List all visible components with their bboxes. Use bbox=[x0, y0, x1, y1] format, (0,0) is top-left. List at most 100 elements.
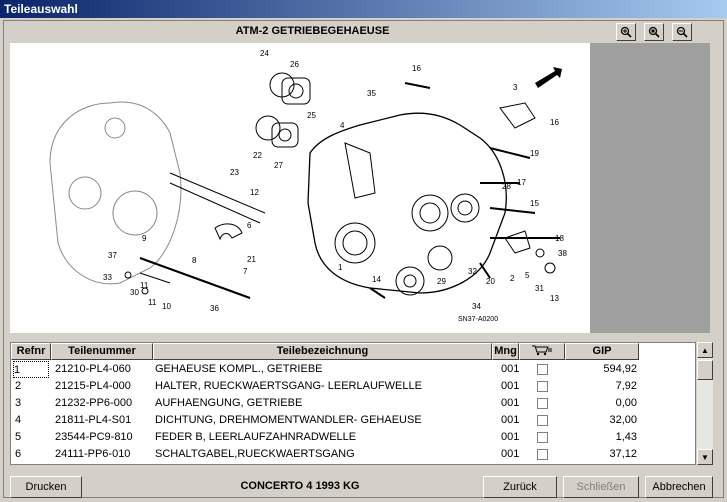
add-to-basket-checkbox[interactable] bbox=[537, 381, 548, 392]
refnr-cell: 3 bbox=[15, 397, 22, 409]
mng-cell: 001 bbox=[501, 380, 519, 392]
callout: 4 bbox=[340, 121, 345, 130]
transmission-housing-drawing: 24 26 35 16 3 4 25 22 27 16 19 23 12 17 … bbox=[49, 49, 567, 323]
callout: 3 bbox=[513, 83, 518, 92]
close-button[interactable]: Schließen bbox=[563, 476, 639, 498]
print-button[interactable]: Drucken bbox=[10, 476, 82, 498]
refnr-cell: 5 bbox=[15, 431, 22, 443]
teilenummer-cell: 24111-PP6-010 bbox=[55, 448, 131, 460]
back-button[interactable]: Zurück bbox=[483, 476, 557, 498]
callout: 26 bbox=[290, 60, 299, 69]
arrow-up-icon: ▲ bbox=[701, 345, 709, 355]
table-scrollbar[interactable]: ▲ ▼ bbox=[697, 342, 713, 465]
add-to-basket-checkbox[interactable] bbox=[537, 449, 548, 460]
table-row[interactable]: 5 23544-PC9-810 FEDER B, LEERLAUFZAHNRAD… bbox=[11, 429, 695, 446]
dialog-frame bbox=[3, 20, 724, 498]
refnr-cell: 6 bbox=[15, 448, 22, 460]
col-header-refnr[interactable]: Refnr bbox=[11, 343, 51, 360]
callout: 17 bbox=[517, 178, 526, 187]
col-header-basket[interactable] bbox=[519, 343, 565, 360]
front-arrow-icon bbox=[535, 67, 562, 88]
callout: 1 bbox=[338, 263, 343, 272]
vehicle-info: CONCERTO 4 1993 KG bbox=[240, 480, 360, 492]
callout: 21 bbox=[247, 255, 256, 264]
callout: 11 bbox=[148, 298, 157, 307]
teilenummer-cell: 21210-PL4-060 bbox=[55, 361, 151, 378]
bezeichnung-cell: AUFHAENGUNG, GETRIEBE bbox=[155, 397, 303, 409]
teilenummer-cell: 21811-PL4-S01 bbox=[55, 414, 132, 426]
bezeichnung-cell: SCHALTGABEL,RUECKWAERTSGANG bbox=[155, 448, 355, 460]
callout: 16 bbox=[550, 118, 559, 127]
callout: 32 bbox=[468, 267, 477, 276]
callout: 30 bbox=[130, 288, 139, 297]
teilenummer-cell: 21232-PP6-000 bbox=[55, 397, 133, 409]
refnr-cell: 1 bbox=[13, 361, 49, 378]
col-header-gip[interactable]: GIP bbox=[565, 343, 639, 360]
callout: 7 bbox=[243, 267, 248, 276]
callout: 16 bbox=[412, 64, 421, 73]
callout: 8 bbox=[192, 256, 197, 265]
callout: 38 bbox=[558, 249, 567, 258]
add-to-basket-checkbox[interactable] bbox=[537, 398, 548, 409]
window-titlebar: Teileauswahl bbox=[0, 0, 727, 18]
bezeichnung-cell: GEHAEUSE KOMPL., GETRIEBE bbox=[155, 361, 490, 378]
window-title: Teileauswahl bbox=[4, 2, 78, 16]
arrow-down-icon: ▼ bbox=[701, 452, 709, 462]
callout: 10 bbox=[162, 302, 171, 311]
callout: 19 bbox=[530, 149, 539, 158]
callout: 13 bbox=[550, 294, 559, 303]
table-row[interactable]: 3 21232-PP6-000 AUFHAENGUNG, GETRIEBE 00… bbox=[11, 395, 695, 412]
callout: 6 bbox=[247, 221, 252, 230]
callout: 22 bbox=[253, 151, 262, 160]
cancel-button[interactable]: Abbrechen bbox=[645, 476, 713, 498]
table-row[interactable]: 6 24111-PP6-010 SCHALTGABEL,RUECKWAERTSG… bbox=[11, 446, 695, 463]
gip-cell: 7,92 bbox=[615, 380, 637, 392]
table-row[interactable]: 1 21210-PL4-060 GEHAEUSE KOMPL., GETRIEB… bbox=[11, 361, 695, 378]
gip-cell: 32,00 bbox=[609, 414, 637, 426]
col-header-bezeichnung[interactable]: Teilebezeichnung bbox=[153, 343, 492, 360]
teilenummer-cell: 23544-PC9-810 bbox=[55, 431, 133, 443]
callout: 12 bbox=[250, 188, 259, 197]
callout: 25 bbox=[307, 111, 316, 120]
callout: 33 bbox=[103, 273, 112, 282]
gip-cell: 1,43 bbox=[615, 431, 637, 443]
callout: 2 bbox=[510, 274, 515, 283]
table-row[interactable]: 2 21215-PL4-000 HALTER, RUECKWAERTSGANG-… bbox=[11, 378, 695, 395]
zoom-in-button[interactable] bbox=[616, 23, 636, 41]
table-row[interactable]: 4 21811-PL4-S01 DICHTUNG, DREHMOMENTWAND… bbox=[11, 412, 695, 429]
shopping-cart-icon bbox=[532, 345, 552, 356]
add-to-basket-checkbox[interactable] bbox=[537, 432, 548, 443]
zoom-fit-icon bbox=[648, 26, 660, 38]
col-header-mng[interactable]: Mng bbox=[492, 343, 519, 360]
callout: 9 bbox=[142, 234, 147, 243]
callout: 15 bbox=[530, 199, 539, 208]
gip-cell: 0,00 bbox=[615, 397, 637, 409]
parts-table: Refnr Teilenummer Teilebezeichnung Mng G… bbox=[10, 342, 696, 465]
exploded-parts-drawing[interactable]: 24 26 35 16 3 4 25 22 27 16 19 23 12 17 … bbox=[10, 43, 590, 333]
scroll-thumb[interactable] bbox=[697, 360, 713, 380]
zoom-fit-button[interactable] bbox=[644, 23, 664, 41]
callout: 37 bbox=[108, 251, 117, 260]
mng-cell: 001 bbox=[501, 361, 519, 378]
gip-cell: 37,12 bbox=[609, 448, 637, 460]
callout: 20 bbox=[486, 277, 495, 286]
diagram-title: ATM-2 GETRIEBEGEHAEUSE bbox=[235, 25, 390, 37]
add-to-basket-checkbox[interactable] bbox=[537, 415, 548, 426]
callout: 34 bbox=[472, 302, 481, 311]
zoom-out-button[interactable] bbox=[672, 23, 692, 41]
callout: 28 bbox=[502, 182, 511, 191]
callout: 36 bbox=[210, 304, 219, 313]
mng-cell: 001 bbox=[501, 397, 519, 409]
scroll-down-button[interactable]: ▼ bbox=[697, 449, 713, 465]
callout: 35 bbox=[367, 89, 376, 98]
callout: 23 bbox=[230, 168, 239, 177]
zoom-in-icon bbox=[620, 26, 632, 38]
refnr-cell: 4 bbox=[15, 414, 22, 426]
add-to-basket-checkbox[interactable] bbox=[537, 364, 548, 375]
callout: 14 bbox=[372, 275, 381, 284]
callout: 11 bbox=[140, 281, 149, 290]
scroll-up-button[interactable]: ▲ bbox=[697, 342, 713, 358]
bezeichnung-cell: DICHTUNG, DREHMOMENTWANDLER- GEHAEUSE bbox=[155, 414, 422, 426]
col-header-teilenummer[interactable]: Teilenummer bbox=[51, 343, 153, 360]
teilenummer-cell: 21215-PL4-000 bbox=[55, 380, 131, 392]
